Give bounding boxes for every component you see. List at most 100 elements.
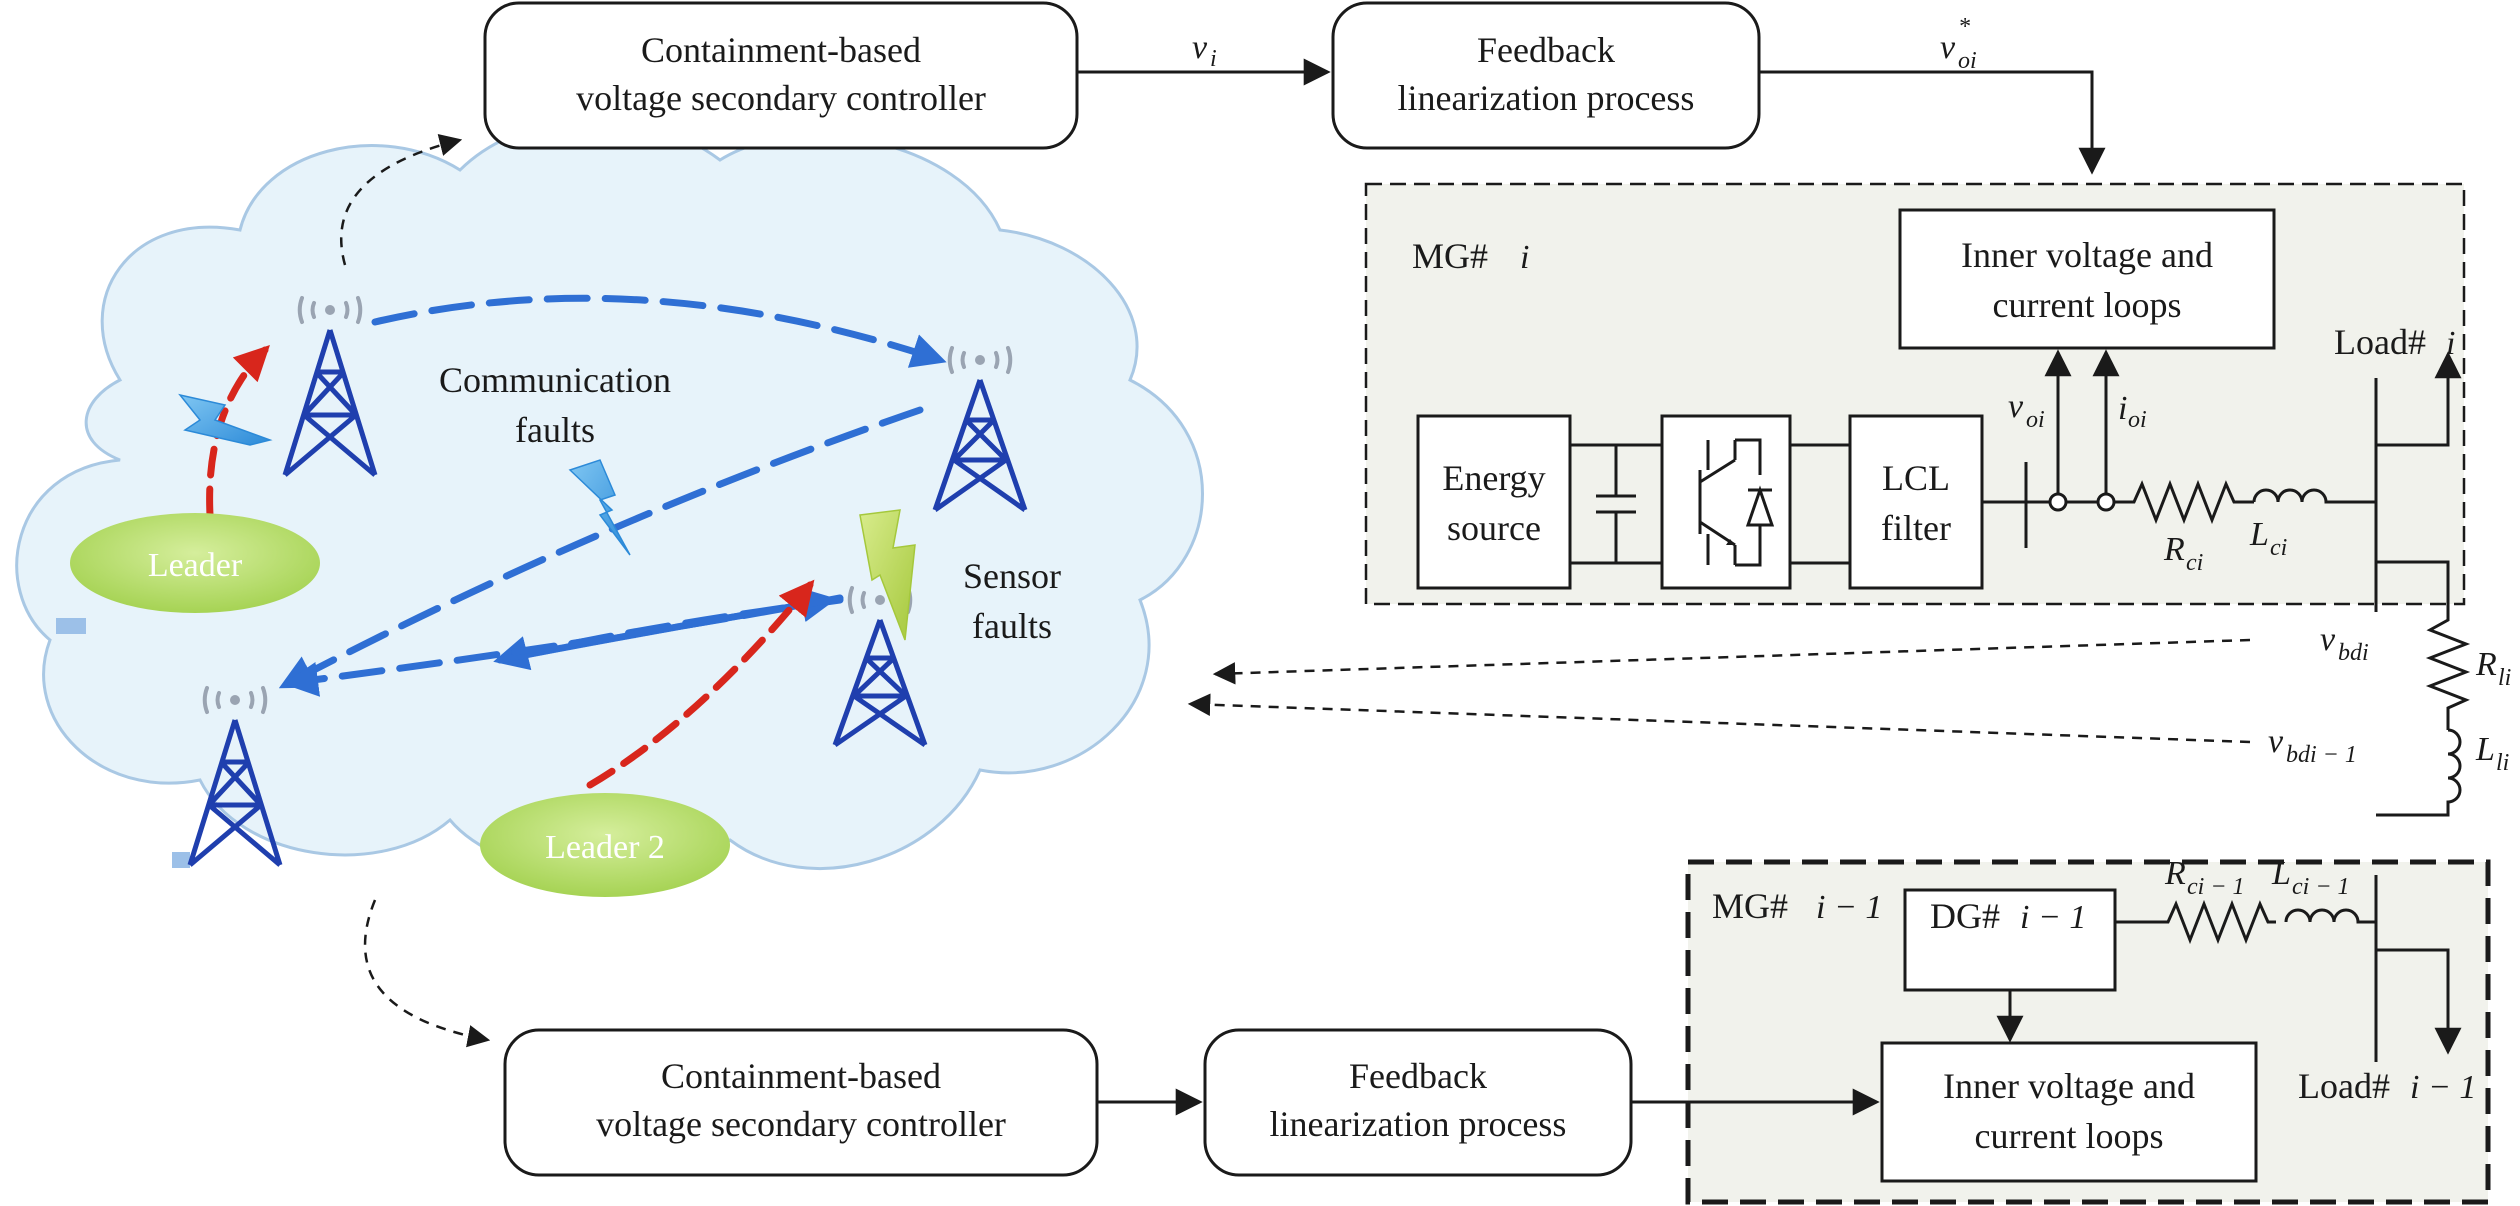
bottom-controller-line2: voltage secondary controller: [596, 1104, 1006, 1144]
mg-i-block: MG# i Inner voltage and current loops En…: [1364, 182, 2466, 606]
tower-1: [282, 296, 378, 477]
voi-label: v oi: [2008, 388, 2045, 433]
voi-star-arrow: [1759, 70, 2106, 175]
top-feedback-box: Feedback linearization process: [1331, 1, 1761, 150]
top-controller-line1: Containment-based: [641, 30, 921, 70]
comm-link-2: [278, 406, 924, 689]
vbdi1-feedback-arrow: [1187, 693, 2251, 744]
vi-label: v i: [1192, 29, 1217, 72]
capacitor-symbol: [1596, 494, 1636, 514]
top-controller-box: Containment-based voltage secondary cont…: [483, 1, 1079, 150]
svg-text:R: R: [2475, 646, 2497, 683]
tower-2: [932, 346, 1028, 513]
vbdi-feedback-arrow: [1212, 638, 2251, 685]
comm-link-1: [371, 294, 947, 368]
svg-text:i − 1: i − 1: [1816, 889, 1882, 926]
svg-text:oi: oi: [2026, 407, 2045, 433]
tower-3: [187, 686, 283, 867]
svg-text:i: i: [2118, 390, 2127, 427]
bottom-controller-box: Containment-based voltage secondary cont…: [503, 1028, 1099, 1177]
svg-text:li: li: [2496, 750, 2509, 776]
svg-text:i: i: [1520, 239, 1529, 276]
lightning-icon-sensor: [859, 509, 916, 641]
load-i1-branch: [2376, 948, 2462, 1055]
rci1-label: R ci − 1: [2164, 855, 2245, 900]
svg-text:DG#: DG#: [1930, 896, 2000, 936]
rci-resistor: [2114, 479, 2254, 525]
leader2-link: [586, 579, 815, 789]
svg-text:*: *: [1958, 14, 1970, 40]
lli-inductor: [2376, 728, 2462, 817]
rli-resistor: [2425, 598, 2471, 730]
lci1-label: L ci − 1: [2271, 855, 2350, 900]
rci-label: R ci: [2163, 531, 2203, 576]
svg-text:i: i: [1210, 46, 1217, 72]
bottom-feedback-line2: linearization process: [1270, 1104, 1567, 1144]
svg-text:source: source: [1447, 508, 1541, 548]
load-i-label: Load# i: [2334, 322, 2455, 362]
svg-text:L: L: [2271, 855, 2291, 892]
leader-2: Leader 2: [480, 793, 730, 897]
ioi-tap: [2096, 492, 2116, 512]
lcl-filter-box: LCL filter: [1848, 414, 1984, 590]
cloud-to-bottom-controller-arrow: [363, 899, 491, 1048]
bottom-controller-line1: Containment-based: [661, 1056, 941, 1096]
leader-2-label: Leader 2: [545, 829, 665, 866]
bottom-feedback-box: Feedback linearization process: [1203, 1028, 1633, 1177]
comm-faults-line2: faults: [515, 410, 595, 450]
sensor-faults-line1: Sensor: [963, 556, 1061, 596]
svg-text:ci: ci: [2270, 535, 2287, 561]
mg-i-inner-loops-box: Inner voltage and current loops: [1898, 208, 2276, 350]
svg-text:ci − 1: ci − 1: [2292, 874, 2350, 900]
top-controller-line2: voltage secondary controller: [576, 78, 986, 118]
svg-text:current loops: current loops: [1993, 285, 2182, 325]
svg-text:ci: ci: [2186, 550, 2203, 576]
comm-faults-line1: Communication: [439, 360, 671, 400]
lli-label: L li: [2475, 731, 2509, 776]
load-i-branch: [2376, 351, 2462, 447]
vbdi1-label: v bdi − 1: [2268, 723, 2357, 768]
communication-links: [278, 294, 947, 697]
svg-text:i − 1: i − 1: [2020, 899, 2086, 936]
svg-text:v: v: [2268, 723, 2284, 760]
svg-text:current loops: current loops: [1975, 1116, 2164, 1156]
lci-inductor: [2252, 488, 2376, 504]
lightning-icon-communication: [568, 459, 631, 556]
voi-star-label: v * oi: [1940, 14, 1977, 74]
svg-text:bdi − 1: bdi − 1: [2286, 742, 2357, 768]
svg-text:LCL: LCL: [1882, 458, 1950, 498]
svg-text:oi: oi: [1958, 48, 1977, 74]
svg-text:li: li: [2498, 665, 2511, 691]
mg-i-title: MG# i: [1412, 236, 1529, 276]
rci1-resistor: [2115, 899, 2276, 945]
svg-text:v: v: [2320, 621, 2336, 658]
top-feedback-line1: Feedback: [1477, 30, 1615, 70]
lightning-icon-leader: [178, 393, 273, 446]
svg-text:MG#: MG#: [1412, 236, 1488, 276]
leader-links: [206, 345, 815, 789]
svg-text:bdi: bdi: [2338, 640, 2369, 666]
svg-text:v: v: [1940, 29, 1956, 66]
svg-text:Inner voltage and: Inner voltage and: [1943, 1066, 2195, 1106]
mg-i1-block: MG# i − 1 DG# i − 1 R ci − 1 L ci − 1 In…: [1685, 855, 2491, 1205]
cloud-handle-bottom: [172, 852, 190, 868]
svg-text:i: i: [2446, 325, 2455, 362]
leader1-link: [206, 345, 270, 519]
mg-i1-inner-loops-box: Inner voltage and current loops: [1880, 1041, 2258, 1183]
svg-text:filter: filter: [1881, 508, 1951, 548]
tower-4: [832, 586, 928, 748]
svg-text:L: L: [2475, 731, 2495, 768]
svg-text:i − 1: i − 1: [2410, 1069, 2476, 1106]
load-i1-label: Load# i − 1: [2298, 1066, 2476, 1106]
svg-text:ci − 1: ci − 1: [2187, 874, 2245, 900]
comm-link-4: [283, 594, 844, 697]
leader-1-label: Leader: [148, 547, 243, 584]
svg-text:L: L: [2249, 516, 2269, 553]
svg-text:MG#: MG#: [1712, 886, 1788, 926]
cloud-handle-left: [56, 618, 86, 634]
svg-text:Energy: Energy: [1442, 458, 1545, 498]
svg-text:Inner voltage and: Inner voltage and: [1961, 235, 2213, 275]
vbdi-label: v bdi: [2320, 621, 2369, 666]
dg-i1-box: DG# i − 1: [1903, 888, 2117, 992]
